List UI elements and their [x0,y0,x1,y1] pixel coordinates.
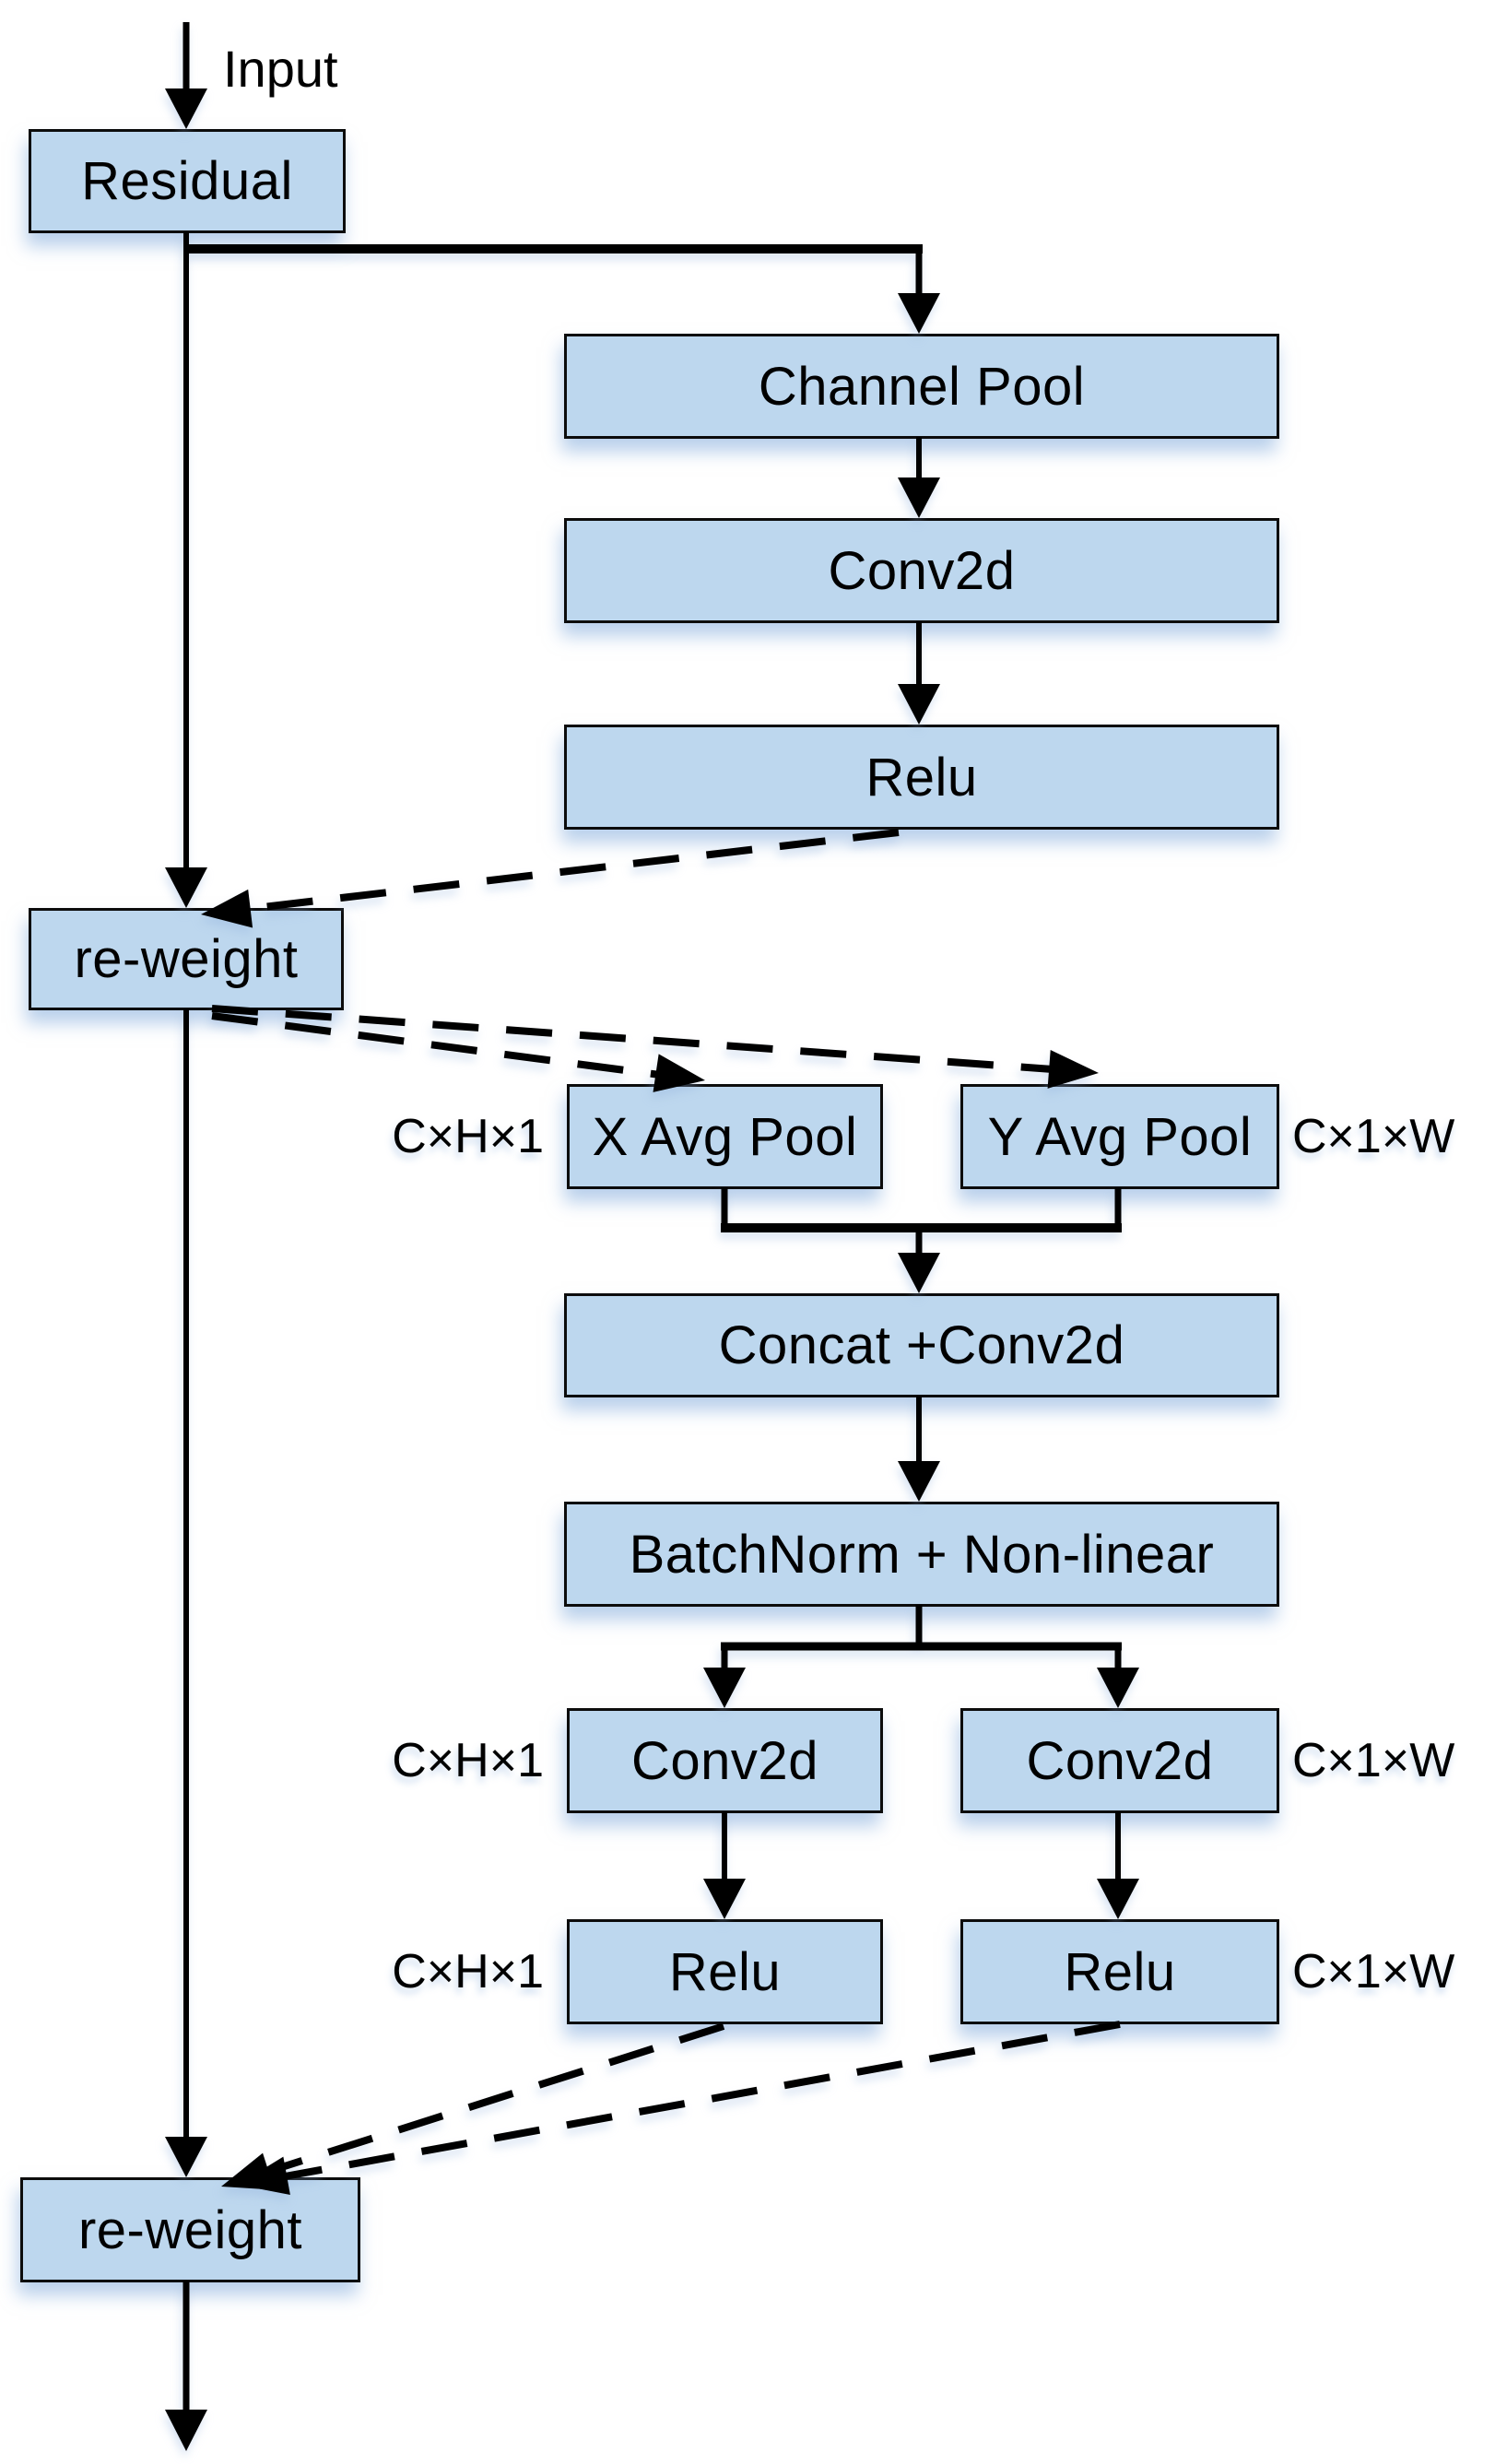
arrowhead-reweight1 [165,867,207,908]
arrowhead-conv2d-left [703,1668,746,1708]
dim-label-conv-left: C×H×1 [392,1734,544,1787]
node-reweight-1: re-weight [29,908,344,1010]
node-concat-conv2d: Concat +Conv2d [564,1293,1279,1397]
node-relu-top-label: Relu [865,747,978,808]
node-y-avg-pool: Y Avg Pool [960,1084,1279,1189]
node-conv2d-left: Conv2d [567,1708,883,1813]
node-relu-top: Relu [564,725,1279,830]
arrowhead-reweight2 [165,2137,207,2177]
node-batchnorm: BatchNorm + Non-linear [564,1502,1279,1607]
arrowhead-relu-left [703,1879,746,1919]
node-residual-label: Residual [81,151,293,211]
node-batchnorm-label: BatchNorm + Non-linear [629,1524,1215,1585]
node-y-avg-pool-label: Y Avg Pool [987,1106,1253,1167]
arrowhead-channel-pool [898,293,940,334]
dim-label-yavg: C×1×W [1292,1110,1455,1163]
dashed-reweight1-to-xavg [211,1012,661,1079]
input-label: Input [223,40,338,98]
node-conv2d-top-label: Conv2d [828,540,1016,601]
dashed-relu-to-reweight1 [246,829,900,913]
dim-label-conv-right: C×1×W [1292,1734,1455,1787]
node-x-avg-pool: X Avg Pool [567,1084,883,1189]
node-relu-left-label: Relu [668,1941,782,2002]
node-relu-left: Relu [567,1919,883,2024]
dashed-reweight1-to-yavg [211,1005,1054,1073]
node-reweight-2: re-weight [20,2177,360,2282]
node-channel-pool: Channel Pool [564,334,1279,439]
dim-label-xavg: C×H×1 [392,1110,544,1163]
arrowhead-output [165,2410,207,2451]
arrowhead-relu-top [898,684,940,725]
arrowhead-relu-right [1097,1879,1139,1919]
node-reweight-2-label: re-weight [77,2199,303,2260]
arrowhead-conv2d-top [898,477,940,518]
dim-label-relu-right: C×1×W [1292,1945,1455,1998]
node-residual: Residual [29,129,346,233]
node-conv2d-top: Conv2d [564,518,1279,623]
node-x-avg-pool-label: X Avg Pool [592,1106,858,1167]
node-relu-right: Relu [960,1919,1279,2024]
arrowhead-batchnorm [898,1461,940,1502]
arrowhead-conv2d-right [1097,1668,1139,1708]
dashed-reluright-to-reweight2 [284,2021,1121,2180]
arrowhead-input [165,88,207,129]
dim-label-relu-left: C×H×1 [392,1945,544,1998]
node-relu-right-label: Relu [1064,1941,1176,2002]
node-channel-pool-label: Channel Pool [758,356,1086,417]
node-conv2d-left-label: Conv2d [631,1730,818,1791]
dashed-reluleft-to-reweight2 [265,2022,725,2175]
node-reweight-1-label: re-weight [74,929,299,989]
node-conv2d-right: Conv2d [960,1708,1279,1813]
node-conv2d-right-label: Conv2d [1026,1730,1214,1791]
arrowhead-concat [898,1253,940,1293]
node-concat-conv2d-label: Concat +Conv2d [718,1315,1125,1375]
